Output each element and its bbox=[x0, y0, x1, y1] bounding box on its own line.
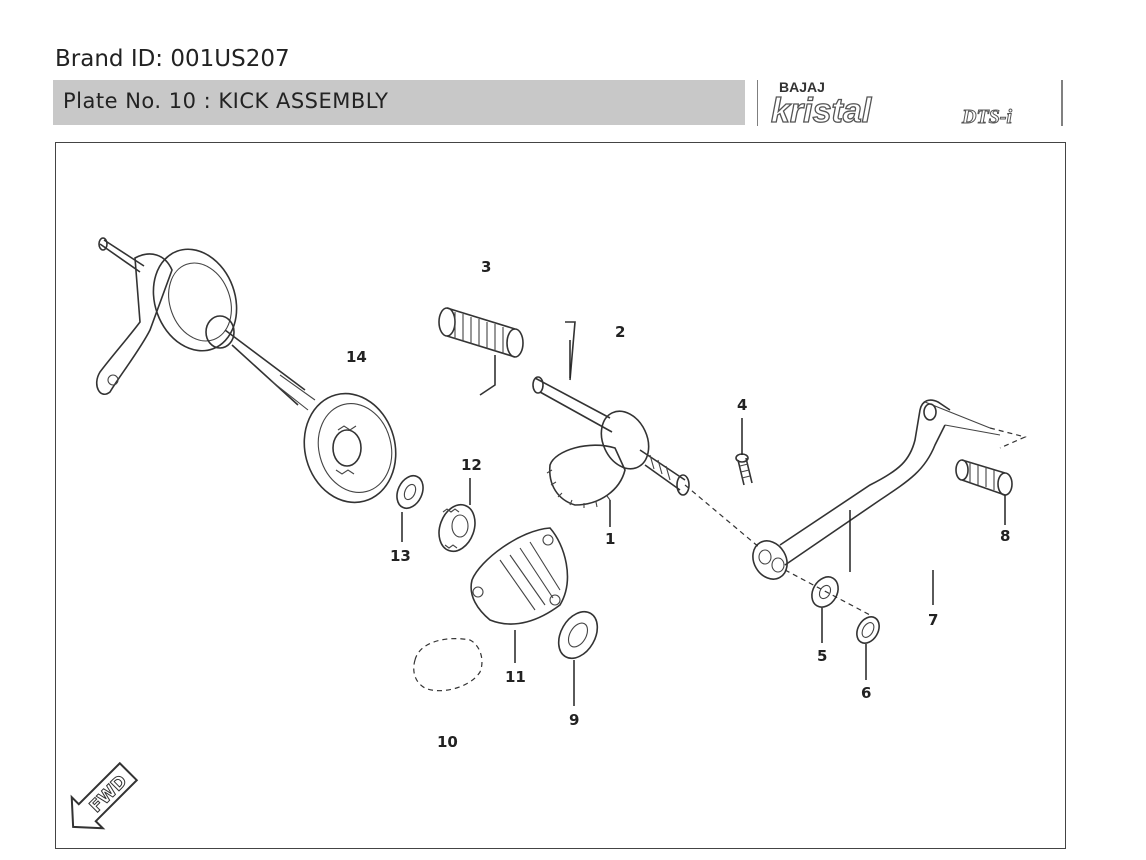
gasket-part-10 bbox=[413, 638, 483, 692]
callout-5: 5 bbox=[817, 647, 827, 665]
kick-spring-part-3 bbox=[438, 307, 524, 396]
logo-model: kristal bbox=[771, 92, 873, 128]
idle-gear-part-12 bbox=[438, 503, 476, 553]
plate-title-bar: Plate No. 10 : KICK ASSEMBLY bbox=[53, 80, 745, 125]
brand-id: Brand ID: 001US207 bbox=[55, 46, 290, 72]
diagram-frame bbox=[55, 142, 1066, 849]
logo-suffix: DTS-i bbox=[961, 106, 1012, 128]
callout-13: 13 bbox=[390, 547, 411, 565]
callout-6: 6 bbox=[861, 684, 871, 702]
plate-title: Plate No. 10 : KICK ASSEMBLY bbox=[63, 89, 389, 113]
callout-1: 1 bbox=[605, 530, 615, 548]
washer-part-13 bbox=[396, 474, 424, 510]
kick-bracket-part-11 bbox=[470, 527, 569, 625]
circlip-part-6 bbox=[856, 616, 880, 644]
callout-14: 14 bbox=[346, 348, 367, 366]
assembly-centerline bbox=[684, 484, 761, 549]
callout-11: 11 bbox=[505, 668, 526, 686]
callout-2: 2 bbox=[615, 323, 625, 341]
callout-7: 7 bbox=[928, 611, 938, 629]
forward-arrow-icon: FWD bbox=[70, 761, 139, 830]
kick-lever-part-7 bbox=[752, 399, 1027, 580]
bajaj-kristal-logo: BAJAJ kristal DTS-i bbox=[757, 79, 1063, 128]
callout-8: 8 bbox=[1000, 527, 1010, 545]
washer-part-9 bbox=[557, 610, 599, 660]
clutch-gear-part bbox=[303, 392, 397, 504]
assembly-centerline-2 bbox=[784, 569, 871, 616]
callout-9: 9 bbox=[569, 711, 579, 729]
washer-part-5 bbox=[811, 576, 839, 608]
bolt-part-4 bbox=[735, 453, 753, 486]
kick-gear-part-1 bbox=[546, 444, 626, 508]
logo-maker: BAJAJ bbox=[779, 79, 825, 95]
callout-3: 3 bbox=[481, 258, 491, 276]
rubber-grip-part-8 bbox=[955, 459, 1013, 496]
callout-4: 4 bbox=[737, 396, 747, 414]
crankshaft-part bbox=[95, 237, 316, 411]
callout-12: 12 bbox=[461, 456, 482, 474]
kick-shaft-part-2 bbox=[532, 321, 690, 496]
callout-10: 10 bbox=[437, 733, 458, 751]
